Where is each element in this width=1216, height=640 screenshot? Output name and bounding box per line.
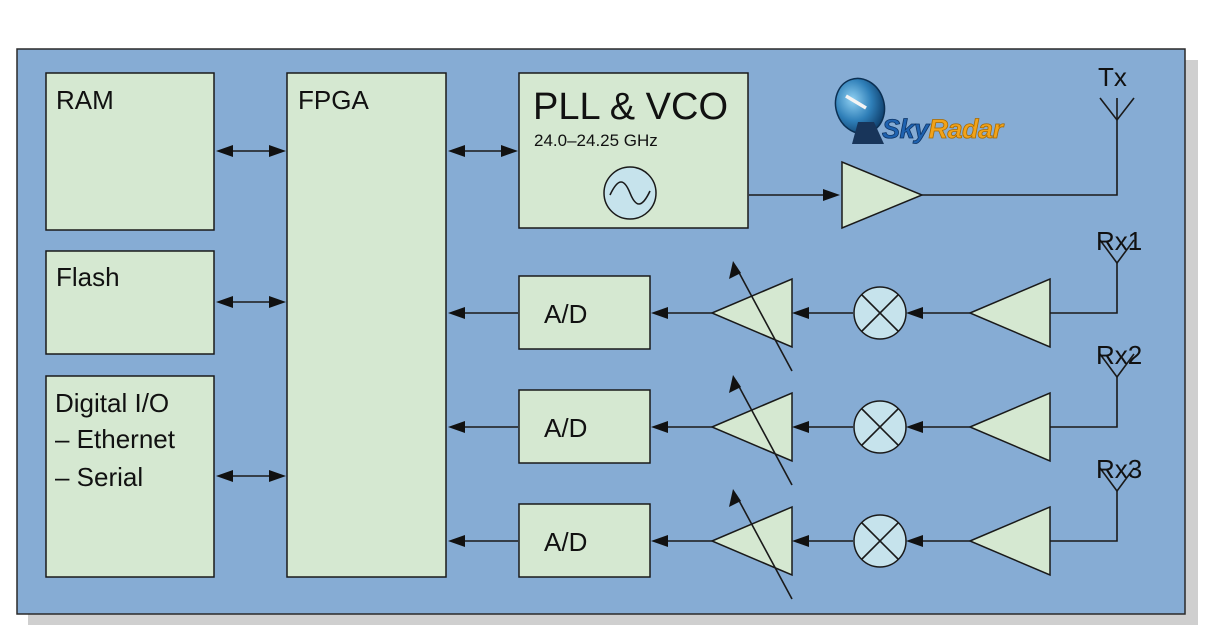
bus-ram-fpga bbox=[216, 145, 286, 157]
adc-label: A/D bbox=[544, 527, 587, 557]
arrow-head bbox=[651, 421, 668, 433]
rx-antenna-label: Rx1 bbox=[1096, 226, 1142, 256]
svg-text:SkyRadar: SkyRadar bbox=[882, 114, 1005, 144]
arrow-head bbox=[651, 307, 668, 319]
tx-antenna-label: Tx bbox=[1098, 62, 1127, 92]
dish-stand bbox=[852, 122, 884, 144]
pll-frequency-label: 24.0–24.25 GHz bbox=[534, 131, 658, 150]
arrow-head bbox=[448, 421, 465, 433]
arrow-head bbox=[792, 307, 809, 319]
adc-label: A/D bbox=[544, 413, 587, 443]
flash-label: Flash bbox=[56, 262, 120, 292]
ram-label: RAM bbox=[56, 85, 114, 115]
arrow-head bbox=[792, 535, 809, 547]
adc-block bbox=[518, 503, 651, 578]
rx-chain-3: A/D Rx3 bbox=[448, 454, 1142, 600]
arrow-head bbox=[906, 535, 923, 547]
arrow-head bbox=[448, 307, 465, 319]
digital-io-block: Digital I/O – Ethernet – Serial bbox=[45, 375, 215, 578]
skyradar-logo: SkyRadar bbox=[834, 77, 1005, 144]
arrow-head bbox=[906, 421, 923, 433]
fpga-block: FPGA bbox=[286, 72, 447, 578]
logo-text-radar: Radar bbox=[929, 114, 1005, 144]
adc-block bbox=[518, 389, 651, 464]
arrow-head bbox=[792, 421, 809, 433]
rx-antenna-label: Rx3 bbox=[1096, 454, 1142, 484]
rx-chain-2: A/D Rx2 bbox=[448, 340, 1142, 486]
arrow-head bbox=[906, 307, 923, 319]
rx-antenna-icon bbox=[1099, 353, 1135, 379]
flash-block: Flash bbox=[45, 250, 215, 355]
bus-flash-fpga bbox=[216, 296, 286, 308]
tx-antenna-icon bbox=[1099, 97, 1135, 122]
digital-io-serial-label: – Serial bbox=[55, 462, 143, 492]
bus-fpga-pll bbox=[448, 145, 518, 157]
bus-io-fpga bbox=[216, 470, 286, 482]
arrow-head bbox=[448, 535, 465, 547]
rx-antenna-label: Rx2 bbox=[1096, 340, 1142, 370]
pll-vco-block: PLL & VCO 24.0–24.25 GHz bbox=[518, 72, 749, 229]
digital-io-label: Digital I/O bbox=[55, 388, 169, 418]
tx-power-amplifier bbox=[841, 160, 924, 230]
digital-io-ethernet-label: – Ethernet bbox=[55, 424, 176, 454]
adc-block bbox=[518, 275, 651, 350]
rx-chain-1: A/D Rx1 bbox=[448, 226, 1142, 372]
adc-label: A/D bbox=[544, 299, 587, 329]
arrow-head bbox=[651, 535, 668, 547]
sine-wave-icon bbox=[609, 181, 651, 205]
rx-antenna-icon bbox=[1099, 239, 1135, 265]
tx-path: Tx bbox=[749, 62, 1135, 230]
rx-antenna-icon bbox=[1099, 467, 1135, 493]
ram-block: RAM bbox=[45, 72, 215, 231]
fpga-label: FPGA bbox=[298, 85, 369, 115]
pll-vco-label: PLL & VCO bbox=[533, 86, 728, 128]
logo-text-sky: Sky bbox=[882, 114, 931, 144]
